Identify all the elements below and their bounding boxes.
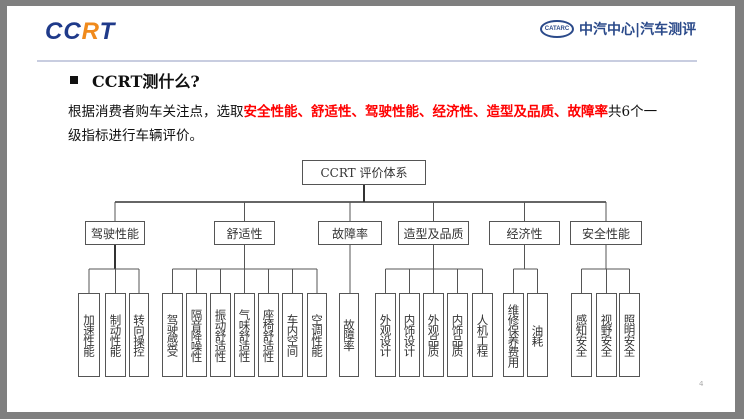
leaf-node: 维修保养费用	[503, 293, 524, 377]
leaf-node: 振动舒适性	[210, 293, 231, 377]
title-text: CCRT测什么?	[92, 72, 200, 91]
section-title: CCRT测什么?	[70, 68, 200, 92]
leaf-node: 车内空间	[282, 293, 303, 377]
leaf-node: 转向操控	[129, 293, 149, 377]
slide: CCRT CATARC 中汽中心|汽车测评 CCRT测什么? 根据消费者购车关注…	[7, 6, 735, 412]
intro-paragraph: 根据消费者购车关注点，选取安全性能、舒适性、驾驶性能、经济性、造型及品质、故障率…	[68, 100, 658, 148]
leaf-node: 内饰品质	[447, 293, 468, 377]
root-node: CCRT 评价体系	[302, 160, 426, 185]
leaf-node: 外观设计	[375, 293, 396, 377]
leaf-node: 气味舒适性	[234, 293, 255, 377]
leaf-node: 外观品质	[423, 293, 444, 377]
para-prefix: 根据消费者购车关注点，选取	[68, 104, 244, 120]
leaf-node: 驾驶感受	[162, 293, 183, 377]
para-highlight: 安全性能、舒适性、驾驶性能、经济性、造型及品质、故障率	[243, 104, 609, 120]
bullet-icon	[70, 76, 78, 84]
leaf-node: 加速性能	[78, 293, 100, 377]
leaf-node: 照明安全	[619, 293, 640, 377]
leaf-node: 隔音降噪性	[186, 293, 207, 377]
category-node: 安全性能	[570, 221, 642, 245]
leaf-node: 人机工程	[472, 293, 493, 377]
header-divider	[37, 60, 697, 62]
category-node: 故障率	[318, 221, 382, 245]
category-node: 经济性	[489, 221, 560, 245]
leaf-node: 制动性能	[105, 293, 126, 377]
leaf-node: 感知安全	[571, 293, 592, 377]
catarc-logo: CATARC 中汽中心|汽车测评	[540, 19, 696, 39]
category-node: 舒适性	[214, 221, 275, 245]
leaf-node: 空调性能	[307, 293, 327, 377]
para-suffix: 共6个一级指标进行车辆评价。	[68, 104, 658, 144]
tree-connectors	[88, 185, 630, 293]
catarc-text: 中汽中心|汽车测评	[579, 22, 697, 38]
category-node: 造型及品质	[398, 221, 469, 245]
category-node: 驾驶性能	[85, 221, 145, 245]
page-number: 4	[699, 380, 704, 388]
catarc-badge: CATARC	[540, 20, 574, 38]
leaf-node: 座椅舒适性	[258, 293, 279, 377]
ccrt-logo: CCRT	[45, 18, 116, 45]
leaf-node: 视野安全	[596, 293, 617, 377]
leaf-node: 内饰设计	[399, 293, 420, 377]
leaf-node: 故障率	[339, 293, 359, 377]
leaf-node: 油耗	[527, 293, 548, 377]
